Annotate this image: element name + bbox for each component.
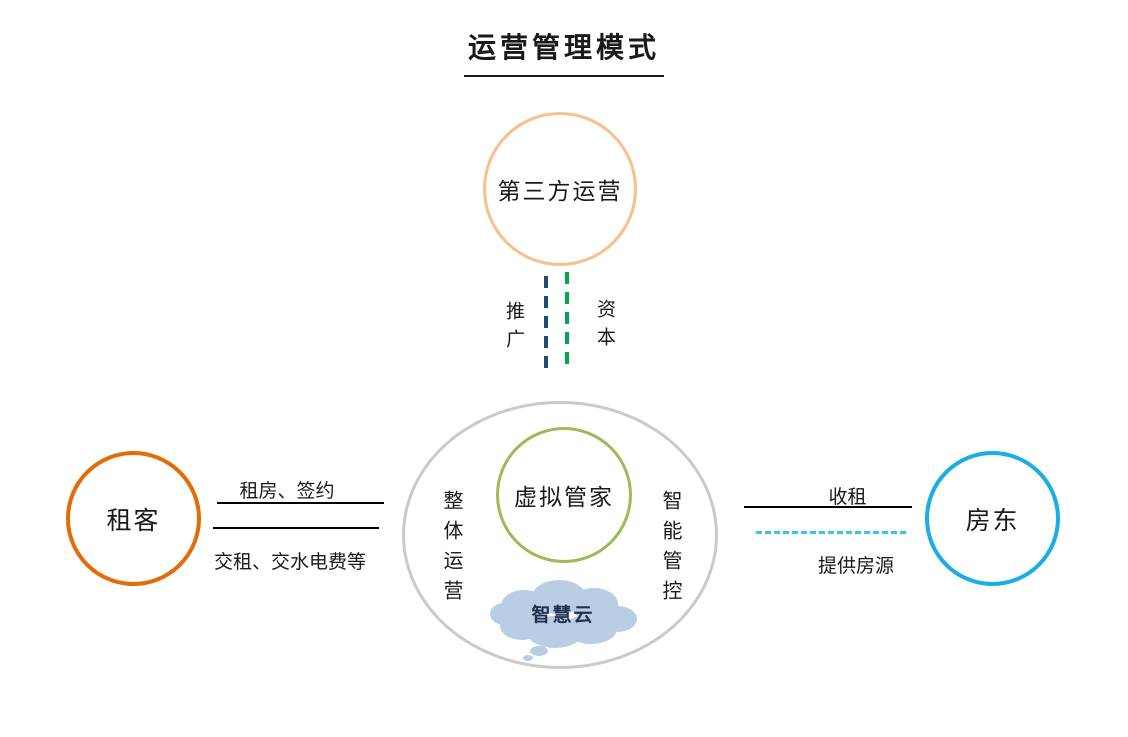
cloud-icon [490,580,637,661]
edge-pay-fees-line [213,527,379,529]
node-tenant: 租客 [66,451,201,586]
edge-capital-dashed-line [565,272,569,372]
edge-rent-sign-label: 租房、签约 [239,481,335,502]
center-overall-operation-label: 整体运营 [440,490,462,610]
edge-pay-fees-label: 交租、交水电费等 [213,552,366,573]
node-virtual-butler: 虚拟管家 [496,427,632,563]
diagram-title: 运营管理模式 [463,26,665,77]
edge-capital-label: 资本 [594,299,615,355]
node-landlord: 房东 [925,451,1060,586]
center-smart-control-label: 智能管控 [659,490,681,610]
node-virtual-butler-label: 虚拟管家 [514,485,614,510]
edge-collect-rent-line [744,506,912,508]
edge-promotion-label: 推广 [503,301,524,357]
smart-cloud-label: 智慧云 [531,605,595,626]
node-third-party-label: 第三方运营 [497,179,623,204]
node-third-party-operation: 第三方运营 [483,112,637,266]
edge-provide-listings-label: 提供房源 [817,556,894,577]
node-landlord-label: 房东 [965,507,1020,535]
edge-provide-listings-line [756,531,906,534]
edge-promotion-dashed-line [544,276,548,374]
smart-cloud-shape [479,574,647,664]
edge-collect-rent-label: 收租 [828,487,867,508]
node-tenant-label: 租客 [106,507,161,535]
edge-rent-sign-line [217,502,384,504]
